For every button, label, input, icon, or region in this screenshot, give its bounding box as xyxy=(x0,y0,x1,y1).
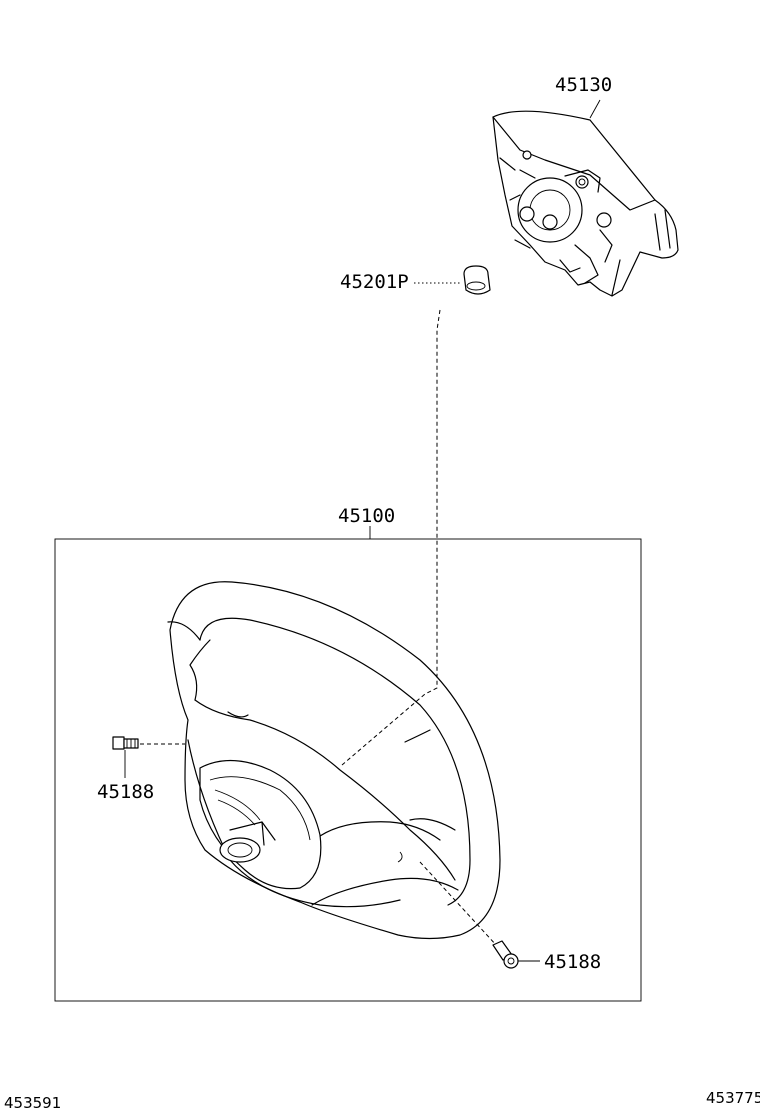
airbag-module-drawing: 45130 xyxy=(492,74,679,297)
screw-left-drawing: 45188 xyxy=(97,736,185,803)
cushion-drawing: 45201P xyxy=(340,265,491,295)
screw-right-drawing: 45188 xyxy=(419,861,601,973)
assembly-guide-line xyxy=(341,309,441,766)
wheel-assembly-frame xyxy=(54,538,642,1002)
screw-right-part-number: 45188 xyxy=(544,951,601,973)
footer-code-right: 453775 xyxy=(706,1089,760,1107)
wheel-part-number: 45100 xyxy=(338,505,395,527)
screw-left-part-number: 45188 xyxy=(97,781,154,803)
steering-wheel-group: 45100 xyxy=(54,505,642,1002)
airbag-part-number: 45130 xyxy=(555,74,612,96)
footer-code-left: 453591 xyxy=(4,1094,61,1112)
cushion-part-number: 45201P xyxy=(340,271,409,293)
